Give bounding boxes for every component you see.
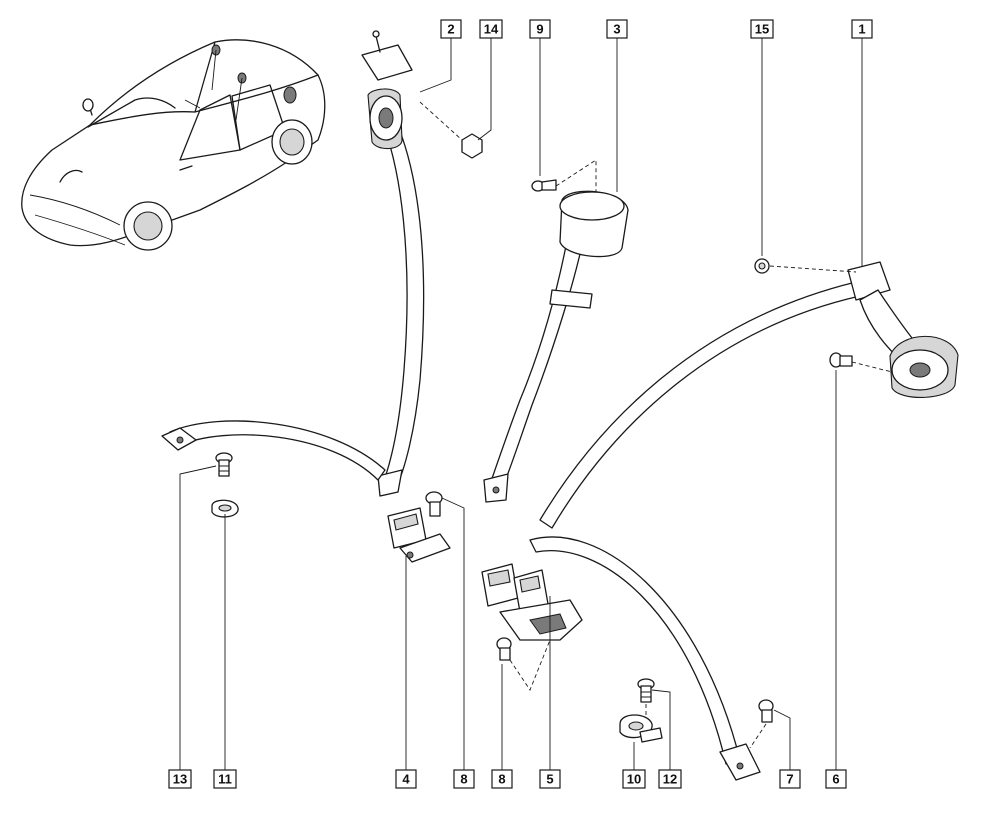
front-left-belt: [361, 30, 425, 497]
bolt-12: [637, 678, 655, 703]
bolt-7: [758, 699, 774, 723]
callout-15: 15: [750, 19, 774, 39]
callout-2-label: 2: [447, 22, 454, 37]
callout-12: 12: [658, 769, 682, 789]
washer-10: [619, 714, 663, 743]
callout-9-label: 9: [536, 22, 543, 37]
bolt-8-lower: [496, 637, 512, 661]
callout-5-label: 5: [546, 772, 553, 787]
callout-8-right-label: 8: [498, 772, 505, 787]
callout-13-label: 13: [173, 772, 187, 787]
callout-14-label: 14: [484, 22, 499, 37]
callout-13: 13: [168, 769, 192, 789]
callout-1: 1: [851, 19, 873, 39]
callout-9: 9: [529, 19, 551, 39]
callout-7-label: 7: [786, 772, 793, 787]
callout-8-right: 8: [491, 769, 513, 789]
callout-11-label: 11: [218, 772, 232, 787]
callout-11: 11: [213, 769, 237, 789]
double-buckle-5: [481, 563, 583, 641]
callout-12-label: 12: [663, 772, 677, 787]
callout-4: 4: [395, 769, 417, 789]
callout-7: 7: [779, 769, 801, 789]
leader-lines: [179, 38, 863, 770]
nut-14: [461, 133, 483, 159]
callout-3-label: 3: [613, 22, 620, 37]
center-rear-belt: [483, 190, 629, 503]
callout-6-label: 6: [832, 772, 839, 787]
bolt-6: [829, 352, 853, 368]
callout-14: 14: [479, 19, 503, 39]
callout-8-left-label: 8: [460, 772, 467, 787]
nut-15: [754, 258, 770, 274]
callout-15-label: 15: [755, 22, 769, 37]
callout-8-left: 8: [453, 769, 475, 789]
callout-10-label: 10: [627, 772, 641, 787]
left-lap-strap: [161, 420, 386, 481]
callout-3: 3: [606, 19, 628, 39]
callout-6: 6: [825, 769, 847, 789]
callout-1-label: 1: [858, 22, 865, 37]
callout-10: 10: [622, 769, 646, 789]
callout-5: 5: [539, 769, 561, 789]
bolt-13: [215, 452, 233, 477]
washer-11: [211, 499, 239, 518]
car-illustration: [21, 39, 326, 251]
callout-4-label: 4: [402, 772, 410, 787]
callout-2: 2: [440, 19, 462, 39]
bolt-9: [531, 179, 557, 192]
right-rear-belt: [529, 261, 959, 781]
buckle-4: [387, 491, 451, 563]
